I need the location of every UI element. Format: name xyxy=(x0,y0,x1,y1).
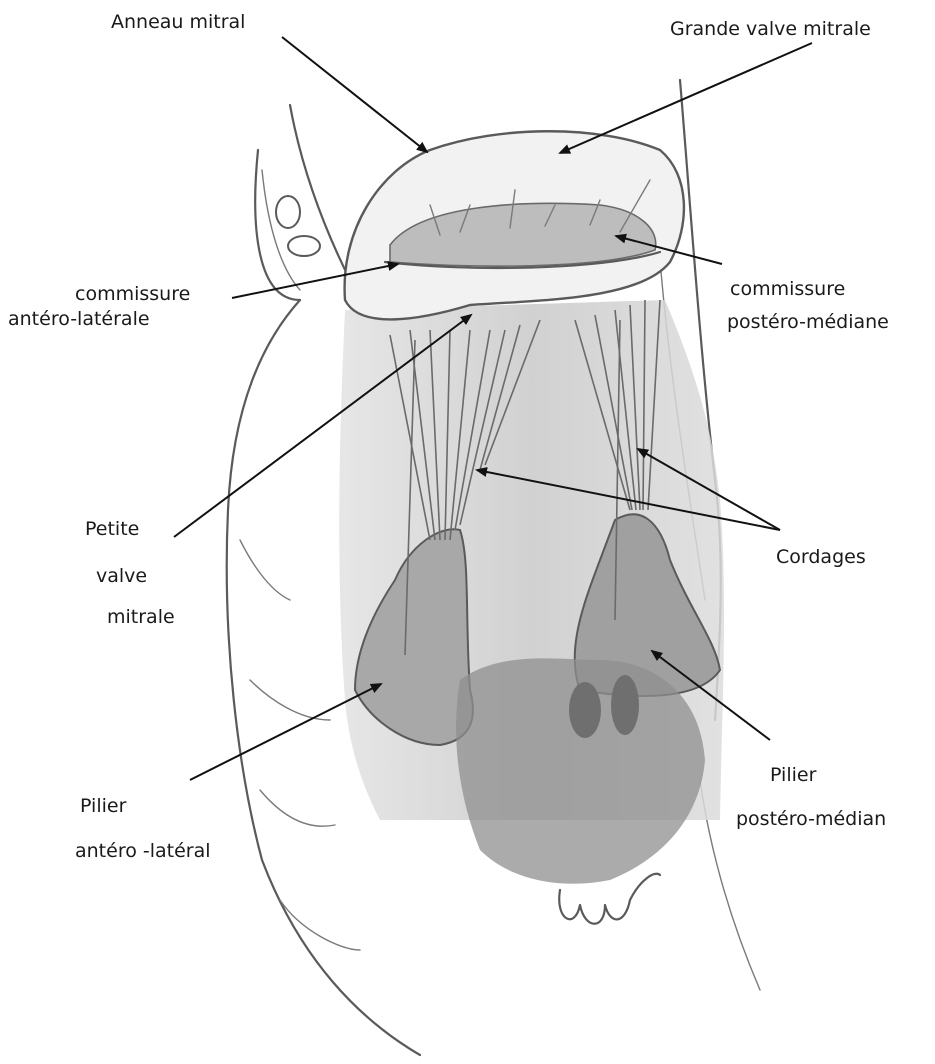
trabecula-2 xyxy=(611,675,639,735)
vessel-ostium-1 xyxy=(276,196,300,228)
trabecula-1 xyxy=(569,682,601,738)
label-pilier-al-line2: antéro -latéral xyxy=(75,842,211,861)
arrow-grande-valve xyxy=(560,43,812,153)
label-commissure-pm-line2: postéro-médiane xyxy=(727,313,889,332)
label-commissure-al-line1: commissure xyxy=(75,285,190,304)
label-petite-valve-line1: Petite xyxy=(85,520,139,539)
label-petite-valve-line3: mitrale xyxy=(107,608,175,627)
label-petite-valve-line2: valve xyxy=(96,567,147,586)
label-pilier-pm-line2: postéro-médian xyxy=(736,810,886,829)
label-anneau-mitral: Anneau mitral xyxy=(111,13,245,32)
label-pilier-pm-line1: Pilier xyxy=(770,766,816,785)
label-commissure-pm-line1: commissure xyxy=(730,280,845,299)
arrow-anneau-mitral xyxy=(282,37,427,152)
label-pilier-al-line1: Pilier xyxy=(80,797,126,816)
mitral-annulus xyxy=(345,131,684,319)
label-commissure-al-line2: antéro-latérale xyxy=(8,310,150,329)
vessel-ostium-2 xyxy=(288,236,320,256)
label-cordages: Cordages xyxy=(776,548,866,567)
label-grande-valve: Grande valve mitrale xyxy=(670,20,871,39)
